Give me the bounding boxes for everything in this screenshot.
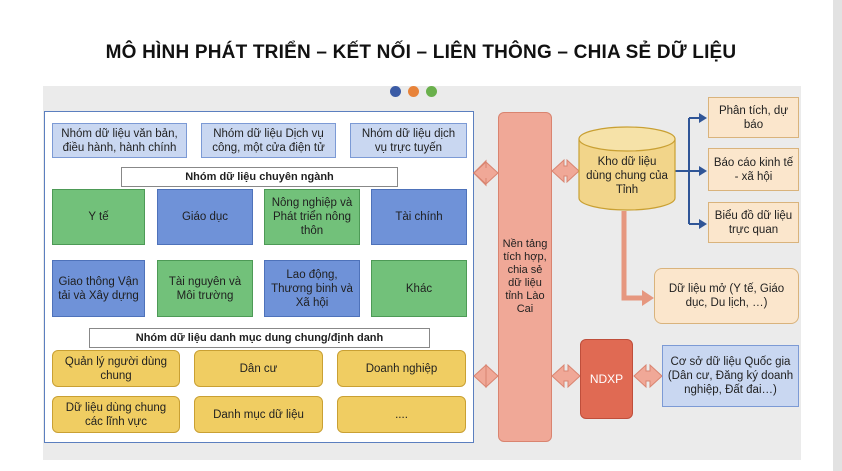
output-socioeconomic-report: Báo cáo kinh tế - xã hội bbox=[708, 148, 799, 191]
arrow-open-data-head bbox=[642, 290, 654, 306]
catalog-more: .... bbox=[337, 396, 466, 433]
warehouse-cylinder-body bbox=[578, 138, 676, 211]
arrow-to-report-head bbox=[699, 166, 707, 176]
dot-orange bbox=[408, 86, 419, 97]
catalog-shared-data: Dữ liệu dùng chung các lĩnh vực bbox=[52, 396, 180, 433]
spec-education: Giáo dục bbox=[157, 189, 253, 245]
warehouse-cylinder-top bbox=[578, 126, 676, 152]
spec-health: Y tế bbox=[52, 189, 145, 245]
window-edge bbox=[833, 0, 842, 471]
arrow-to-charts-head bbox=[699, 219, 707, 229]
arrow-to-analysis-head bbox=[699, 113, 707, 123]
specialized-group-label: Nhóm dữ liệu chuyên ngành bbox=[121, 167, 398, 187]
catalog-data-catalog: Danh mục dữ liệu bbox=[194, 396, 323, 433]
ndxp-node: NDXP bbox=[580, 339, 633, 419]
shared-data-warehouse: Kho dữ liệu dùng chung của Tỉnh bbox=[586, 156, 668, 196]
open-data: Dữ liệu mở (Y tế, Giáo dục, Du lịch, …) bbox=[654, 268, 799, 324]
double-arrow-platform-ndxp bbox=[551, 363, 581, 389]
catalog-population: Dân cư bbox=[194, 350, 323, 387]
catalog-enterprise: Doanh nghiệp bbox=[337, 350, 466, 387]
double-arrow-lower-right-head bbox=[485, 363, 499, 389]
catalog-group-label: Nhóm dữ liệu danh mục dung chung/định da… bbox=[89, 328, 430, 348]
dot-green bbox=[426, 86, 437, 97]
catalog-user-management: Quản lý người dùng chung bbox=[52, 350, 180, 387]
page-title: MÔ HÌNH PHÁT TRIỂN – KẾT NỐI – LIÊN THÔN… bbox=[105, 42, 737, 63]
group-online-services: Nhóm dữ liệu dịch vụ trực tuyến bbox=[350, 123, 467, 158]
spec-transport: Giao thông Vận tải và Xây dựng bbox=[52, 260, 145, 317]
spec-environment: Tài nguyên và Môi trường bbox=[157, 260, 253, 317]
double-arrow-platform-warehouse bbox=[551, 158, 580, 184]
double-arrow-lower-left-head bbox=[473, 363, 487, 389]
spec-other: Khác bbox=[371, 260, 467, 317]
spec-labour: Lao động, Thương binh và Xã hội bbox=[264, 260, 360, 317]
group-public-services: Nhóm dữ liệu Dịch vụ công, một cửa điện … bbox=[201, 123, 336, 158]
group-documents: Nhóm dữ liệu văn bản, điều hành, hành ch… bbox=[52, 123, 187, 158]
double-arrow-upper-shaft-rect bbox=[484, 168, 488, 178]
double-arrow-ndxp-national bbox=[633, 363, 663, 389]
output-data-charts: Biểu đồ dữ liệu trực quan bbox=[708, 202, 799, 243]
integration-platform: Nền tảng tích hợp, chia sẻ dữ liệu tỉnh … bbox=[498, 112, 552, 442]
national-database: Cơ sở dữ liệu Quốc gia (Dân cư, Đăng ký … bbox=[662, 345, 799, 407]
dot-blue bbox=[390, 86, 401, 97]
spec-finance: Tài chính bbox=[371, 189, 467, 245]
arrow-warehouse-open-data bbox=[621, 211, 644, 301]
output-analysis: Phân tích, dự báo bbox=[708, 97, 799, 138]
spec-agriculture: Nông nghiệp và Phát triển nông thôn bbox=[264, 189, 360, 245]
